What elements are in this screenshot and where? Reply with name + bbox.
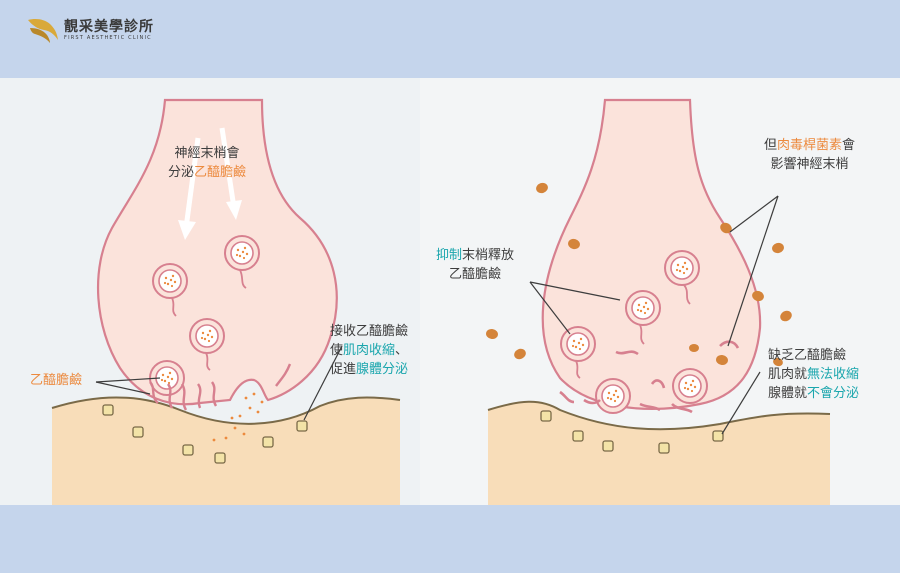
acetylcholine-highlight: 乙醯膽鹼	[194, 165, 247, 180]
lack-line3: 腺體就不會分泌	[768, 384, 859, 403]
lack-line3-prefix: 腺體就	[768, 386, 808, 401]
no-secretion-highlight: 不會分泌	[807, 386, 860, 401]
cannot-contract-highlight: 無法收縮	[807, 367, 860, 382]
receive-line1: 接收乙醯膽鹼	[330, 324, 409, 339]
inhibit-release-label: 抑制末梢釋放 乙醯膽鹼	[436, 246, 514, 284]
logo-mark-icon	[28, 19, 58, 43]
toxin-line1: 但肉毒桿菌素會	[764, 136, 855, 155]
right-nerve-terminal	[541, 98, 762, 410]
header-bar	[0, 0, 900, 78]
left-nerve-terminal	[97, 98, 338, 406]
right-pointer-lines	[529, 195, 779, 435]
terminal-secretes-label: 神經末梢會 分泌乙醯膽鹼	[168, 144, 246, 182]
acetylcholine-label: 乙醯膽鹼	[30, 371, 82, 390]
toxin-line1-prefix: 但	[764, 138, 778, 153]
acetylcholine-label-text: 乙醯膽鹼	[30, 373, 83, 388]
terminal-secretes-line2-prefix: 分泌	[168, 165, 195, 180]
left-pointer-lines	[95, 345, 343, 421]
lack-acetylcholine-label: 缺乏乙醯膽鹼 肌肉就無法收縮 腺體就不會分泌	[768, 346, 859, 403]
right-muscle-cell	[487, 400, 831, 505]
gland-secretion-highlight: 腺體分泌	[356, 362, 409, 377]
toxin-affects-label: 但肉毒桿菌素會 影響神經末梢	[764, 136, 855, 174]
clinic-name: 靚采美學診所	[64, 19, 154, 35]
left-vesicles	[149, 235, 260, 396]
toxin-line1-suffix: 會	[842, 138, 856, 153]
inhibit-line1-suffix: 末梢釋放	[462, 248, 515, 263]
lack-line1: 缺乏乙醯膽鹼	[768, 348, 847, 363]
botulinum-toxin-highlight: 肉毒桿菌素	[777, 138, 843, 153]
right-vesicles	[560, 250, 708, 414]
inhibit-line2: 乙醯膽鹼	[449, 267, 502, 282]
inhibit-highlight: 抑制	[436, 248, 463, 263]
receive-line2-suffix: 、	[395, 343, 409, 358]
botulinum-toxin-particles	[486, 182, 792, 367]
lack-line2: 肌肉就無法收縮	[768, 365, 859, 384]
clinic-subtitle: FIRST AESTHETIC CLINIC	[64, 35, 152, 41]
receive-line2-prefix: 使	[330, 343, 344, 358]
toxin-line2: 影響神經末梢	[770, 157, 849, 172]
left-membrane-folds	[149, 363, 292, 411]
footer-bar	[0, 505, 900, 573]
terminal-secretes-line2: 分泌乙醯膽鹼	[168, 163, 246, 182]
release-arrows	[178, 127, 242, 240]
right-blocked-fragments	[559, 340, 740, 414]
receive-line3-prefix: 促進	[330, 362, 357, 377]
left-muscle-cell	[51, 396, 401, 505]
clinic-logo[interactable]: 靚采美學診所 FIRST AESTHETIC CLINIC	[26, 14, 166, 46]
lack-line2-prefix: 肌肉就	[768, 367, 808, 382]
left-released-acetylcholine	[212, 392, 264, 442]
receive-line2: 使肌肉收縮、	[330, 341, 408, 360]
receive-acetylcholine-label: 接收乙醯膽鹼 使肌肉收縮、 促進腺體分泌	[330, 322, 408, 379]
muscle-contract-highlight: 肌肉收縮	[343, 343, 396, 358]
neuromuscular-diagram	[51, 98, 831, 505]
terminal-secretes-line1: 神經末梢會	[174, 146, 240, 161]
receive-line3: 促進腺體分泌	[330, 360, 408, 379]
inhibit-line1: 抑制末梢釋放	[436, 246, 514, 265]
